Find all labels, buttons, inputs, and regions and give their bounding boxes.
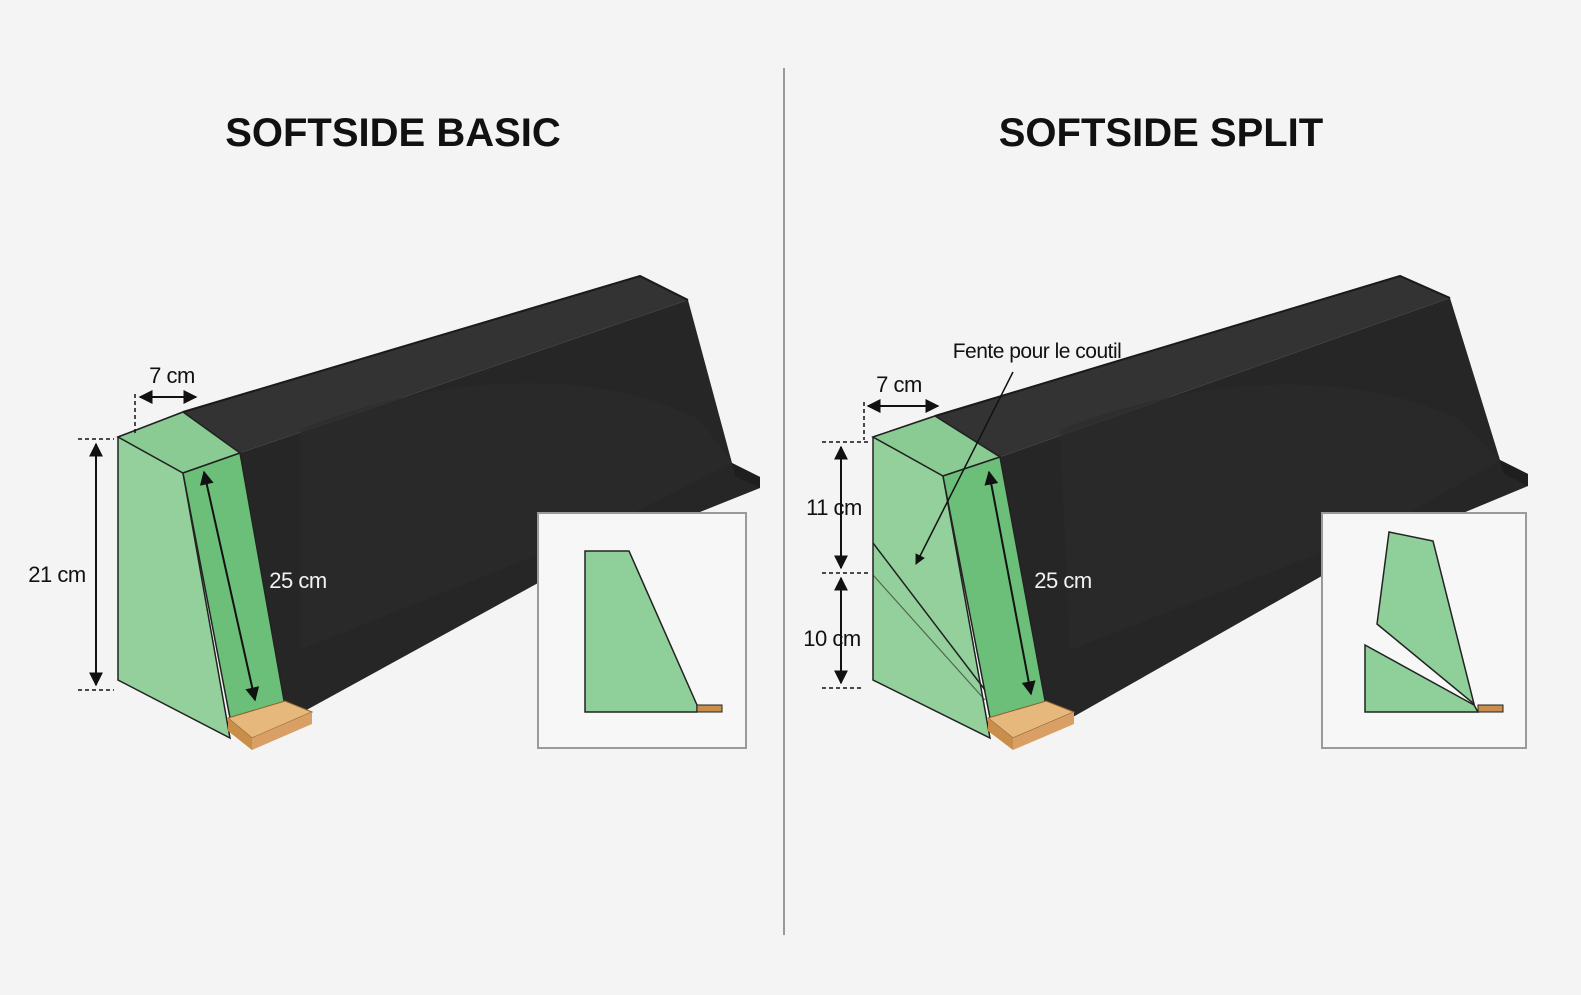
inset-profile-basic xyxy=(537,512,747,749)
label-top-width-basic: 7 cm xyxy=(149,363,195,388)
panel-title-basic: SOFTSIDE BASIC xyxy=(225,111,561,155)
wood-strip-split xyxy=(986,700,1076,750)
label-height-basic: 21 cm xyxy=(28,562,85,587)
bolster-body-split xyxy=(934,274,1528,742)
label-upper-height-split: 11 cm xyxy=(806,495,862,520)
label-slope-split: 25 cm xyxy=(1034,568,1091,593)
dimension-lower-height-split: 10 cm xyxy=(803,576,862,689)
bolster-body-basic xyxy=(182,274,760,742)
dimension-height-basic: 21 cm xyxy=(28,438,114,691)
dimension-top-width-split: 7 cm xyxy=(863,372,940,440)
panel-basic: SOFTSIDE BASIC xyxy=(28,111,760,750)
dimension-slope-split: 25 cm xyxy=(984,470,1092,696)
dimension-slope-basic: 25 cm xyxy=(199,470,327,702)
callout-slit-label: Fente pour le coutil xyxy=(953,340,1122,363)
label-top-width-split: 7 cm xyxy=(876,372,922,397)
inset-profile-split xyxy=(1321,512,1527,749)
panel-split: SOFTSIDE SPLIT Fente pour le coutil xyxy=(803,111,1528,750)
label-slope-basic: 25 cm xyxy=(269,568,326,593)
panel-title-split: SOFTSIDE SPLIT xyxy=(999,111,1323,155)
callout-slit: Fente pour le coutil xyxy=(915,340,1122,565)
dimension-upper-height-split: 11 cm xyxy=(806,441,870,574)
dimension-top-width-basic: 7 cm xyxy=(134,363,198,433)
label-lower-height-split: 10 cm xyxy=(803,626,860,651)
wood-strip-basic xyxy=(226,700,314,750)
